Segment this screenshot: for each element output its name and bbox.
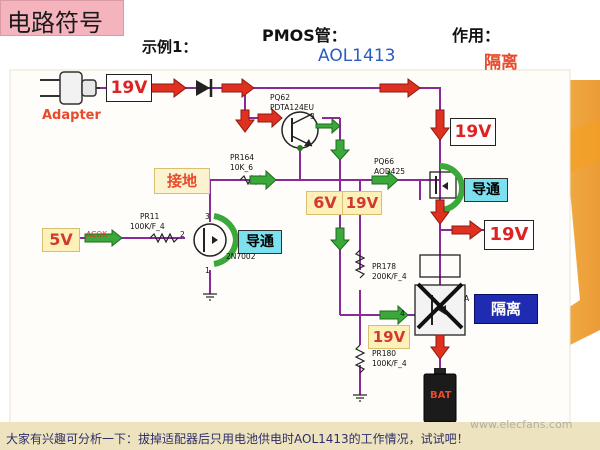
pr180-ref: PR180 <box>372 349 397 358</box>
voltage-box-6v: 6V <box>306 191 344 215</box>
pin-1: 1 <box>205 266 210 275</box>
watermark: www.elecfans.com <box>470 418 573 431</box>
adapter-plug-icon <box>40 71 103 105</box>
pq66-ref: PQ66 <box>374 157 394 166</box>
conduct-label-top: 导通 <box>464 178 508 202</box>
voltage-box-19v-mid: 19V <box>342 191 382 215</box>
voltage-box-5v: 5V <box>42 228 80 252</box>
acok-label: ACOK <box>86 230 108 239</box>
function-label: 作用： <box>452 26 501 45</box>
pr164-ref: PR164 <box>230 153 255 162</box>
battery-icon <box>423 368 457 423</box>
current-arrows-red <box>149 78 483 360</box>
function-value: 隔离 <box>484 53 518 73</box>
pr11-value: 100K/F_4 <box>130 222 165 231</box>
voltage-box-output: 19V <box>484 220 534 250</box>
battery-label: BAT <box>430 390 452 401</box>
mosfet-aol1413-isolated <box>414 254 466 336</box>
resistor-pr180 <box>354 344 366 374</box>
page-title: 电路符号 <box>7 9 103 37</box>
pr11-ref: PR11 <box>140 212 160 221</box>
isolate-label-box: 隔离 <box>474 294 538 324</box>
pin-2: 2 <box>180 230 185 239</box>
diode-symbol <box>196 79 213 97</box>
mosfet-pq66 <box>429 163 466 213</box>
resistor-pr11 <box>149 232 179 244</box>
pr164-value: 10K_6 <box>230 163 253 172</box>
resistor-pr178 <box>354 249 366 279</box>
mosfet-q-2n7002 <box>193 213 240 267</box>
pq62-ref: PQ62 <box>270 93 290 102</box>
pin-3b: 3 <box>205 212 210 221</box>
pr178-ref: PR178 <box>372 262 397 271</box>
pmos-label: PMOS管： <box>262 26 347 45</box>
voltage-box-top-right: 19V <box>450 118 496 146</box>
example-label: 示例1： <box>142 38 198 56</box>
pin-a: A <box>464 294 470 303</box>
ground-symbol-1 <box>203 293 217 301</box>
conduct-label-left: 导通 <box>238 230 282 254</box>
title-box: 电路符号 <box>0 0 124 37</box>
q-part: 2N7002 <box>226 252 256 261</box>
pin-3a: 3 <box>310 112 315 121</box>
ground-symbol-2 <box>353 394 367 402</box>
signal-arrows-green <box>84 117 409 326</box>
pin-4: 4 <box>400 309 405 318</box>
pr180-value: 100K/F_4 <box>372 359 407 368</box>
voltage-box-19v-low: 19V <box>368 325 410 349</box>
voltage-box-input: 19V <box>106 74 152 102</box>
pq62-part: PDTA124EU <box>270 103 314 112</box>
transistor-pq62 <box>281 111 319 151</box>
part-number-label: AOL1413 <box>318 46 396 66</box>
footer-text: 大家有兴趣可分析一下：拔掉适配器后只用电池供电时AOL1413的工作情况，试试吧… <box>6 432 469 446</box>
ground-label-box: 接地 <box>154 168 210 194</box>
pr178-value: 200K/F_4 <box>372 272 407 281</box>
pq66-part: AOD425 <box>374 167 405 176</box>
adapter-label: Adapter <box>42 108 101 123</box>
footer-band <box>0 422 600 450</box>
